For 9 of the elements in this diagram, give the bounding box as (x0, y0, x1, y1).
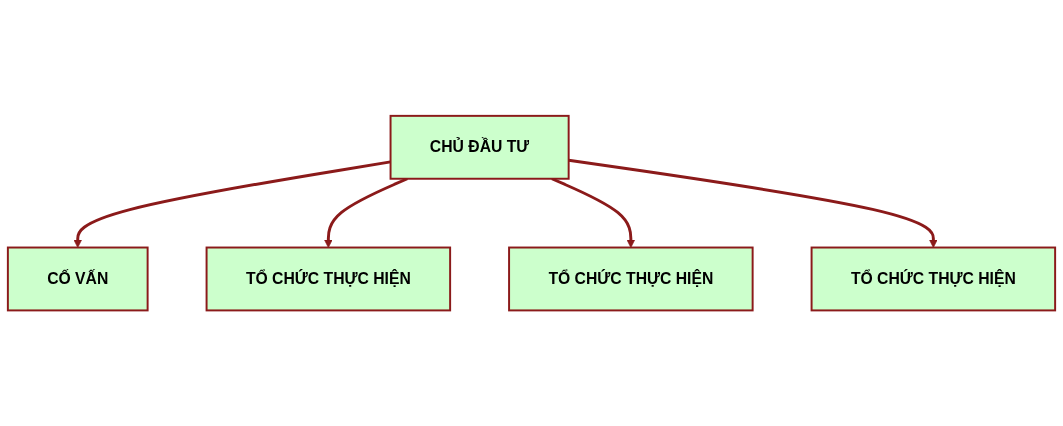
arrow (73, 160, 391, 248)
node-box: CHỦ ĐẦU TƯ (389, 114, 570, 180)
node-box: CỐ VẤN (6, 246, 149, 312)
arrow (551, 177, 636, 248)
node-box: TỔ CHỨC THỰC HIỆN (508, 246, 754, 312)
node-box: TỔ CHỨC THỰC HIỆN (810, 246, 1057, 312)
arrow (324, 177, 408, 248)
arrow (568, 158, 938, 248)
node-box: TỔ CHỨC THỰC HIỆN (205, 246, 452, 312)
